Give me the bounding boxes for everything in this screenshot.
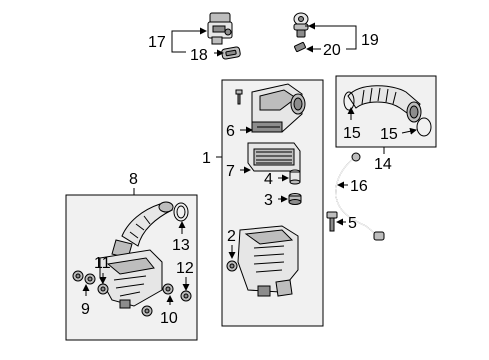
callout-12: 12: [176, 260, 194, 277]
leader-15b: [401, 127, 417, 135]
callout-16: 16: [350, 178, 368, 195]
air-cleaner-housing-part: [237, 225, 299, 297]
callout-17: 17: [148, 34, 166, 51]
callout-18: 18: [190, 47, 208, 64]
callout-20: 20: [323, 42, 341, 59]
sensor-seal-part: [294, 41, 306, 53]
callout-19: 19: [361, 32, 379, 49]
callout-7: 7: [226, 163, 235, 180]
duct-clamp-right-part: [416, 117, 432, 137]
resonator-grommet-c-part: [97, 283, 109, 295]
callout-4: 4: [264, 171, 273, 188]
bolt-part: [326, 211, 338, 232]
resonator-grommet-a-part: [72, 270, 84, 282]
callout-13: 13: [172, 237, 190, 254]
resonator-grommet-e-part: [180, 290, 192, 302]
callout-2: 2: [227, 228, 236, 245]
callout-10: 10: [160, 310, 178, 327]
resonator-grommet-b-part: [84, 273, 96, 285]
vent-hose-part: [335, 152, 385, 241]
mass-airflow-sensor-part: [207, 12, 233, 45]
resonator-grommet-d-part: [162, 283, 174, 295]
filter-insulator-part: [289, 169, 301, 185]
air-filter-element-part: [247, 142, 301, 172]
resonator-part: [99, 249, 163, 309]
callout-15b: 15: [380, 126, 398, 143]
callout-11: 11: [94, 255, 111, 272]
grommet-part: [288, 193, 302, 205]
callout-3: 3: [264, 192, 273, 209]
resonator-grommet-f-part: [141, 305, 153, 317]
cover-screw-part: [235, 89, 243, 105]
resonator-duct-part: [111, 201, 174, 259]
callout-1: 1: [202, 150, 211, 167]
air-cleaner-cover-part: [251, 83, 306, 133]
callout-14: 14: [374, 156, 392, 173]
sensor-gasket-part: [221, 46, 241, 60]
leader-19-bracket: [305, 25, 357, 50]
callout-15a: 15: [343, 125, 361, 142]
temperature-sensor-part: [293, 12, 309, 38]
housing-grommet-part: [226, 260, 238, 272]
callout-5: 5: [348, 215, 357, 232]
intake-duct-part: [347, 85, 422, 123]
callout-9: 9: [81, 301, 90, 318]
leader-17-bracket: [171, 30, 186, 53]
callout-6: 6: [226, 123, 235, 140]
callout-8: 8: [129, 171, 138, 188]
